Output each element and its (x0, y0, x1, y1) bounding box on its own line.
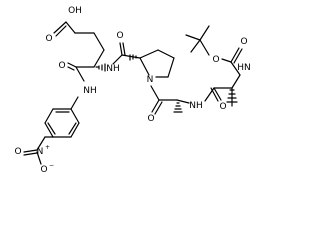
acid-hydroxyl-label: OH (68, 6, 82, 16)
glutamate-side-chain (53, 21, 105, 68)
boc-ester-oxygen-label: O (212, 55, 219, 65)
nitro-positive-charge: + (45, 144, 50, 151)
nitro-oxygen-bottom-label: O (40, 165, 47, 175)
boc-carbonyl-oxygen-label: O (240, 37, 247, 47)
glu-nh-label: NH (106, 64, 120, 74)
proline-nitrogen-label: N (147, 75, 154, 85)
boc-group (185, 25, 243, 76)
pro-carbonyl-oxygen-label: O (116, 31, 123, 41)
anilide-nh-label: NH (83, 86, 97, 96)
nitrophenyl-ring (36, 96, 80, 151)
boc-nh-label: HN (237, 63, 251, 73)
glu-carbonyl-oxygen-label: O (58, 61, 65, 71)
chemical-structure: OH O O NH NH O N O NH O HN O O N O O + − (14, 6, 250, 175)
ala2-carbonyl-oxygen-label: O (219, 102, 226, 112)
proline-ring (129, 49, 175, 78)
glutamate-backbone (67, 62, 106, 82)
nitro-negative-charge: − (49, 162, 54, 169)
nitro-oxygen-top-label: O (14, 147, 21, 157)
nitro-group (23, 149, 42, 165)
alanine-2 (204, 74, 241, 107)
ala1-carbonyl-oxygen-label: O (147, 114, 154, 124)
acid-carbonyl-oxygen-label: O (45, 34, 52, 44)
atom-labels: OH O O NH NH O N O NH O HN O O N O O + − (14, 6, 250, 175)
ala1-nh-label: NH (189, 101, 203, 111)
nitro-nitrogen-label: N (37, 147, 44, 157)
proline-carbonyl (112, 42, 141, 65)
alanine-1 (150, 85, 190, 115)
